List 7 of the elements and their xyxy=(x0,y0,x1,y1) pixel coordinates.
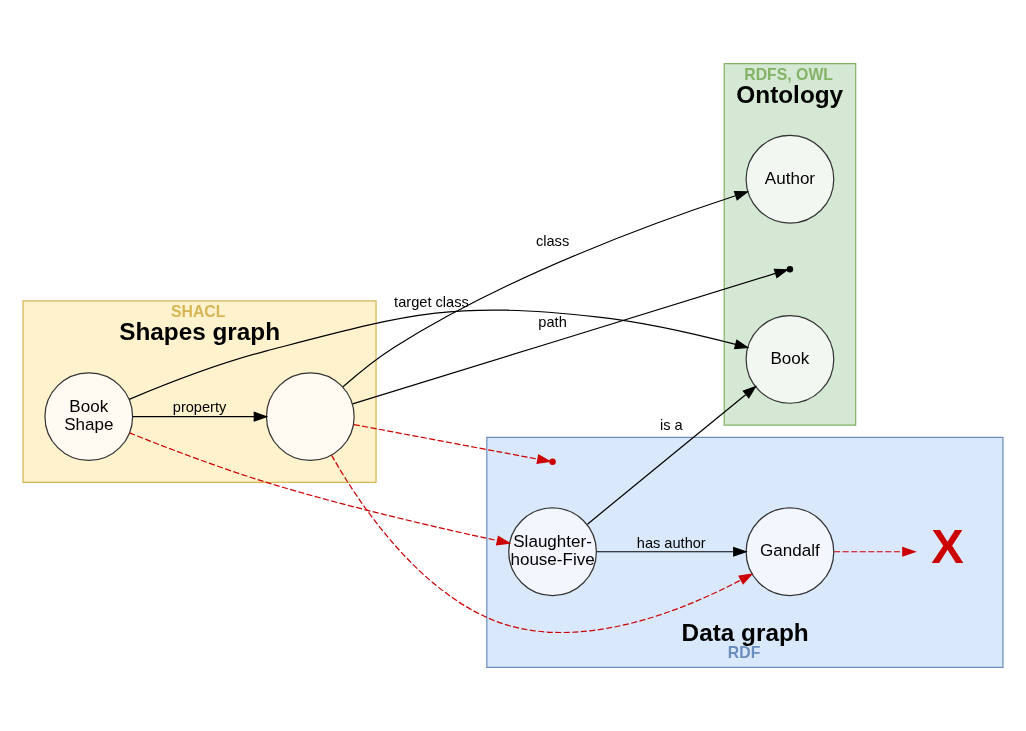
edge-label: has author xyxy=(636,534,706,551)
edge-label: is a xyxy=(659,416,683,433)
edge-label: class xyxy=(535,232,570,249)
edge-label: property xyxy=(172,399,227,416)
node-text: X xyxy=(931,518,964,573)
edge-label: path xyxy=(538,314,567,331)
edge-label: target class xyxy=(394,293,469,310)
